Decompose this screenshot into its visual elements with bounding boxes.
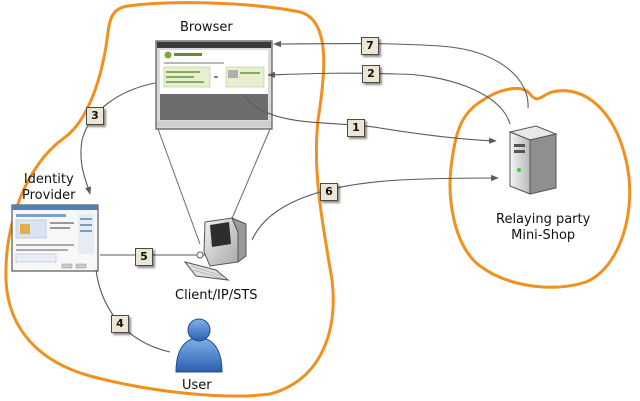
connector-step-2 bbox=[267, 71, 511, 125]
browser-label: Browser bbox=[180, 20, 233, 35]
relaying-party-label-line1: Relaying party bbox=[496, 212, 591, 227]
step-badge-7: 7 bbox=[361, 37, 379, 55]
step-badge-6: 6 bbox=[320, 183, 338, 201]
step-badge-4: 4 bbox=[111, 315, 129, 333]
connector-step-4 bbox=[95, 269, 171, 353]
client-label: Client/IP/STS bbox=[175, 288, 258, 303]
connector-step-7 bbox=[273, 40, 529, 109]
browser-site-logo bbox=[164, 51, 172, 59]
browser-projection-line-left bbox=[157, 128, 201, 245]
step-badge-5: 5 bbox=[135, 248, 153, 266]
browser-window-screenshot bbox=[155, 40, 273, 130]
desktop-computer-icon bbox=[183, 217, 247, 281]
relaying-party-label-line2: Mini-Shop bbox=[511, 228, 576, 243]
relaying-party-trust-boundary bbox=[448, 86, 632, 289]
identity-provider-label-line2: Provider bbox=[22, 188, 76, 203]
identity-provider-screenshot bbox=[11, 204, 99, 272]
step-badge-2: 2 bbox=[362, 65, 380, 83]
step-badge-3: 3 bbox=[86, 107, 104, 125]
server-tower-icon bbox=[508, 125, 558, 195]
connector-step-6 bbox=[251, 174, 499, 241]
user-label: User bbox=[182, 378, 212, 393]
client-trust-boundary bbox=[4, 1, 335, 398]
browser-projection-line-right bbox=[227, 128, 271, 229]
user-person-icon bbox=[175, 318, 223, 373]
connector-step-3 bbox=[80, 82, 156, 195]
relaying-party-label: Relaying party Mini-Shop bbox=[496, 212, 590, 244]
identity-provider-label-line1: Identity bbox=[23, 172, 74, 187]
connector-step-1 bbox=[243, 94, 497, 144]
identity-provider-label: Identity Provider bbox=[22, 172, 76, 204]
step-badge-1: 1 bbox=[347, 119, 365, 137]
connector-step-5-endpoint bbox=[196, 251, 204, 259]
